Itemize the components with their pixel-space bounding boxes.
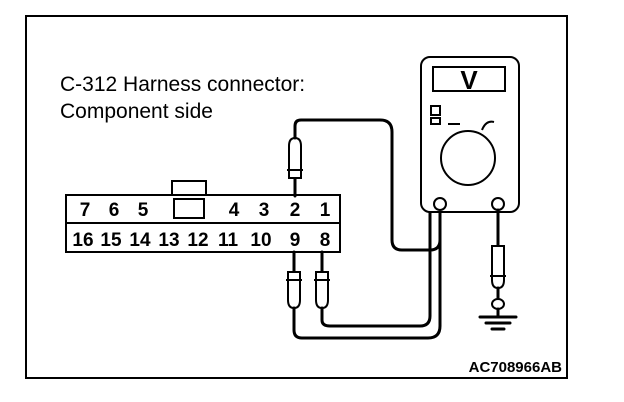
com-terminal-icon bbox=[433, 197, 447, 211]
pin-label-10: 10 bbox=[250, 230, 271, 251]
multimeter-display-symbol: V bbox=[460, 65, 478, 95]
range-button-icon bbox=[430, 117, 441, 125]
pin-label-9: 9 bbox=[290, 230, 301, 251]
probe-pin-9-body bbox=[287, 271, 301, 310]
pin-label-5: 5 bbox=[138, 200, 149, 221]
caption-line-1: C-312 Harness connector: bbox=[60, 73, 305, 96]
probe-pin-2 bbox=[287, 136, 303, 198]
pin-label-12: 12 bbox=[187, 230, 208, 251]
multimeter-display bbox=[432, 66, 506, 92]
rotary-dial-icon bbox=[440, 130, 496, 186]
mode-button-icon bbox=[430, 105, 441, 116]
lead-wire-pin-2 bbox=[293, 118, 442, 252]
caption-line-2: Component side bbox=[60, 100, 213, 123]
probe-pin-8 bbox=[314, 250, 330, 310]
pin-label-14: 14 bbox=[129, 230, 151, 251]
pin-label-8: 8 bbox=[320, 230, 331, 251]
selector-mark-right bbox=[481, 120, 495, 131]
ground-probe-body bbox=[491, 245, 505, 290]
probe-pin-9 bbox=[286, 250, 302, 310]
probe-pin-8-body bbox=[315, 271, 329, 310]
connector-blank-cavity bbox=[173, 198, 205, 219]
figure-frame bbox=[25, 15, 568, 379]
lead-wire-pin-9 bbox=[292, 203, 442, 340]
pin-label-3: 3 bbox=[259, 200, 270, 221]
multimeter: V bbox=[420, 56, 520, 213]
figure-code: AC708966AB bbox=[469, 359, 563, 376]
harness-connector: 7 6 5 4 3 2 1 16 15 14 13 12 11 10 9 8 bbox=[65, 180, 341, 253]
v-terminal-icon bbox=[491, 197, 505, 211]
ground-lead bbox=[478, 208, 518, 331]
pin-label-15: 15 bbox=[100, 230, 122, 251]
pin-label-13: 13 bbox=[158, 230, 179, 251]
pin-label-11: 11 bbox=[218, 230, 239, 251]
pin-label-1: 1 bbox=[320, 200, 331, 221]
connector-latch bbox=[171, 180, 207, 197]
pin-label-4: 4 bbox=[229, 200, 240, 221]
pin-label-6: 6 bbox=[109, 200, 120, 221]
pin-label-2: 2 bbox=[290, 200, 301, 221]
pin-label-7: 7 bbox=[80, 200, 91, 221]
pin-label-16: 16 bbox=[72, 230, 93, 251]
lead-wire-pin-8 bbox=[320, 210, 432, 328]
probe-pin-2-body bbox=[288, 136, 302, 179]
